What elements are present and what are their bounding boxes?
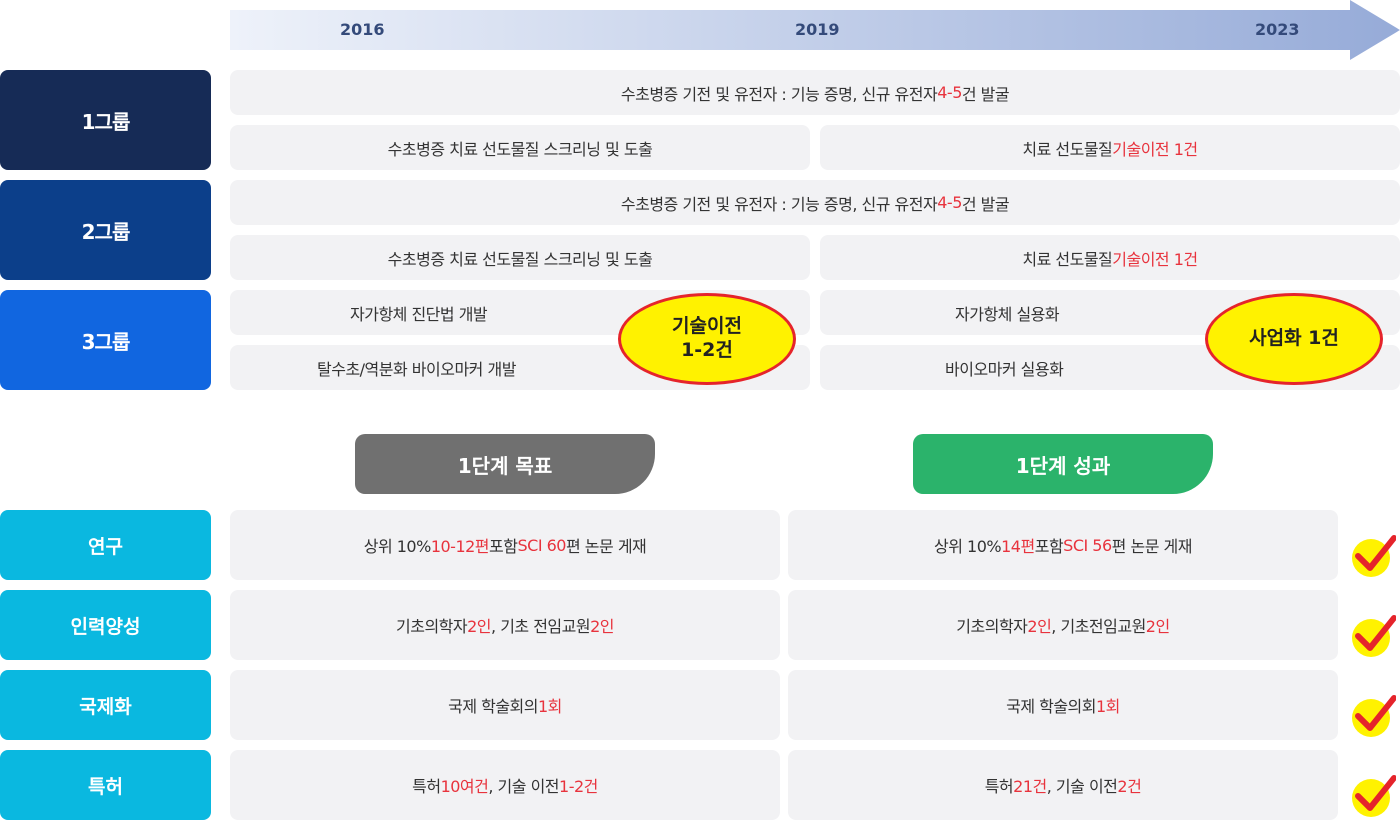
check-mark-icon [1352,535,1396,577]
text: 포함 [489,537,518,556]
group-1-row-2-right: 치료 선도물질 기술이전 1건 [820,125,1400,170]
text: 수초병증 기전 및 유전자 : 기능 증명, 신규 유전자 [620,194,938,214]
text: , 기초 전임교원 [491,617,591,636]
text: 상위 10% [363,537,432,556]
text: , 기초전임교원 [1051,617,1146,636]
highlight: 2건 [1117,777,1142,796]
category-training-result: 기초의학자 2인, 기초전임교원 2인 [788,590,1338,660]
group-2-row-2-right: 치료 선도물질 기술이전 1건 [820,235,1400,280]
group-1-row-1: 수초병증 기전 및 유전자 : 기능 증명, 신규 유전자 4-5 건 발굴 [230,70,1400,115]
check-mark-icon [1352,775,1396,817]
category-training-goal: 기초의학자 2인, 기초 전임교원 2인 [230,590,780,660]
check-mark-icon [1352,615,1396,657]
highlight: 기술이전 1건 [1112,139,1198,159]
badge-line-2: 1-2건 [681,339,733,361]
category-international-label: 국제화 [0,670,211,740]
text: 특허 [984,777,1014,796]
text: 건 발굴 [961,84,1010,104]
group-1-row-2-left: 수초병증 치료 선도물질 스크리닝 및 도출 [230,125,810,170]
group-1-label: 1그룹 [0,70,211,170]
text: 기초의학자 [396,617,468,636]
text: 기초의학자 [956,617,1028,636]
highlight: 2인 [1145,617,1170,636]
highlight: 10여건 [440,777,489,796]
text: 건 발굴 [961,194,1010,214]
text: 편 논문 게재 [565,537,647,556]
highlight: 4-5 [937,83,962,102]
category-patent-goal: 특허 10여건, 기술 이전 1-2건 [230,750,780,820]
badge-line-1: 기술이전 [672,315,742,338]
highlight: 2인 [590,617,614,636]
highlight: 1회 [1096,697,1120,716]
group-2-row-2-left: 수초병증 치료 선도물질 스크리닝 및 도출 [230,235,810,280]
highlight: 기술이전 1건 [1112,249,1198,269]
text: 편 논문 게재 [1111,537,1193,556]
highlight: 4-5 [937,193,962,212]
year-2023: 2023 [1255,20,1300,39]
text: 국제 학술회의 [448,697,538,716]
text: 상위 10% [934,537,1002,556]
highlight: 2인 [1027,617,1052,636]
commercialization-badge: 사업화 1건 [1205,293,1383,385]
group-2-label: 2그룹 [0,180,211,280]
text: 치료 선도물질 [1022,249,1113,269]
group-2-row-1: 수초병증 기전 및 유전자 : 기능 증명, 신규 유전자 4-5 건 발굴 [230,180,1400,225]
highlight: 2인 [467,617,492,636]
year-2019: 2019 [795,20,840,39]
phase-goal-header: 1단계 목표 [355,434,655,494]
highlight: 1회 [538,697,562,716]
category-patent-result: 특허 21건, 기술 이전 2건 [788,750,1338,820]
text: 치료 선도물질 [1022,139,1113,159]
category-training-label: 인력양성 [0,590,211,660]
text: 특허 [412,777,441,796]
timeline-arrow: 2016 2019 2023 [230,0,1400,60]
category-research-label: 연구 [0,510,211,580]
text: 수초병증 기전 및 유전자 : 기능 증명, 신규 유전자 [620,84,938,104]
highlight: SCI 56 [1063,535,1112,555]
text: 국제 학술의회 [1006,697,1096,716]
text: , 기술 이전 [488,777,560,796]
highlight: 14편 [1001,537,1035,556]
highlight: 21건 [1013,777,1047,796]
highlight: 10-12편 [430,537,490,556]
phase-result-header: 1단계 성과 [913,434,1213,494]
text: 포함 [1034,537,1064,556]
highlight: 1-2건 [559,777,598,796]
year-2016: 2016 [340,20,385,39]
text: , 기술 이전 [1046,777,1118,796]
group-3-label: 3그룹 [0,290,211,390]
timeline-arrow-shape [230,0,1400,60]
highlight: SCI 60 [517,535,566,555]
category-patent-label: 특허 [0,750,211,820]
category-international-goal: 국제 학술회의 1회 [230,670,780,740]
category-international-result: 국제 학술의회 1회 [788,670,1338,740]
check-mark-icon [1352,695,1396,737]
